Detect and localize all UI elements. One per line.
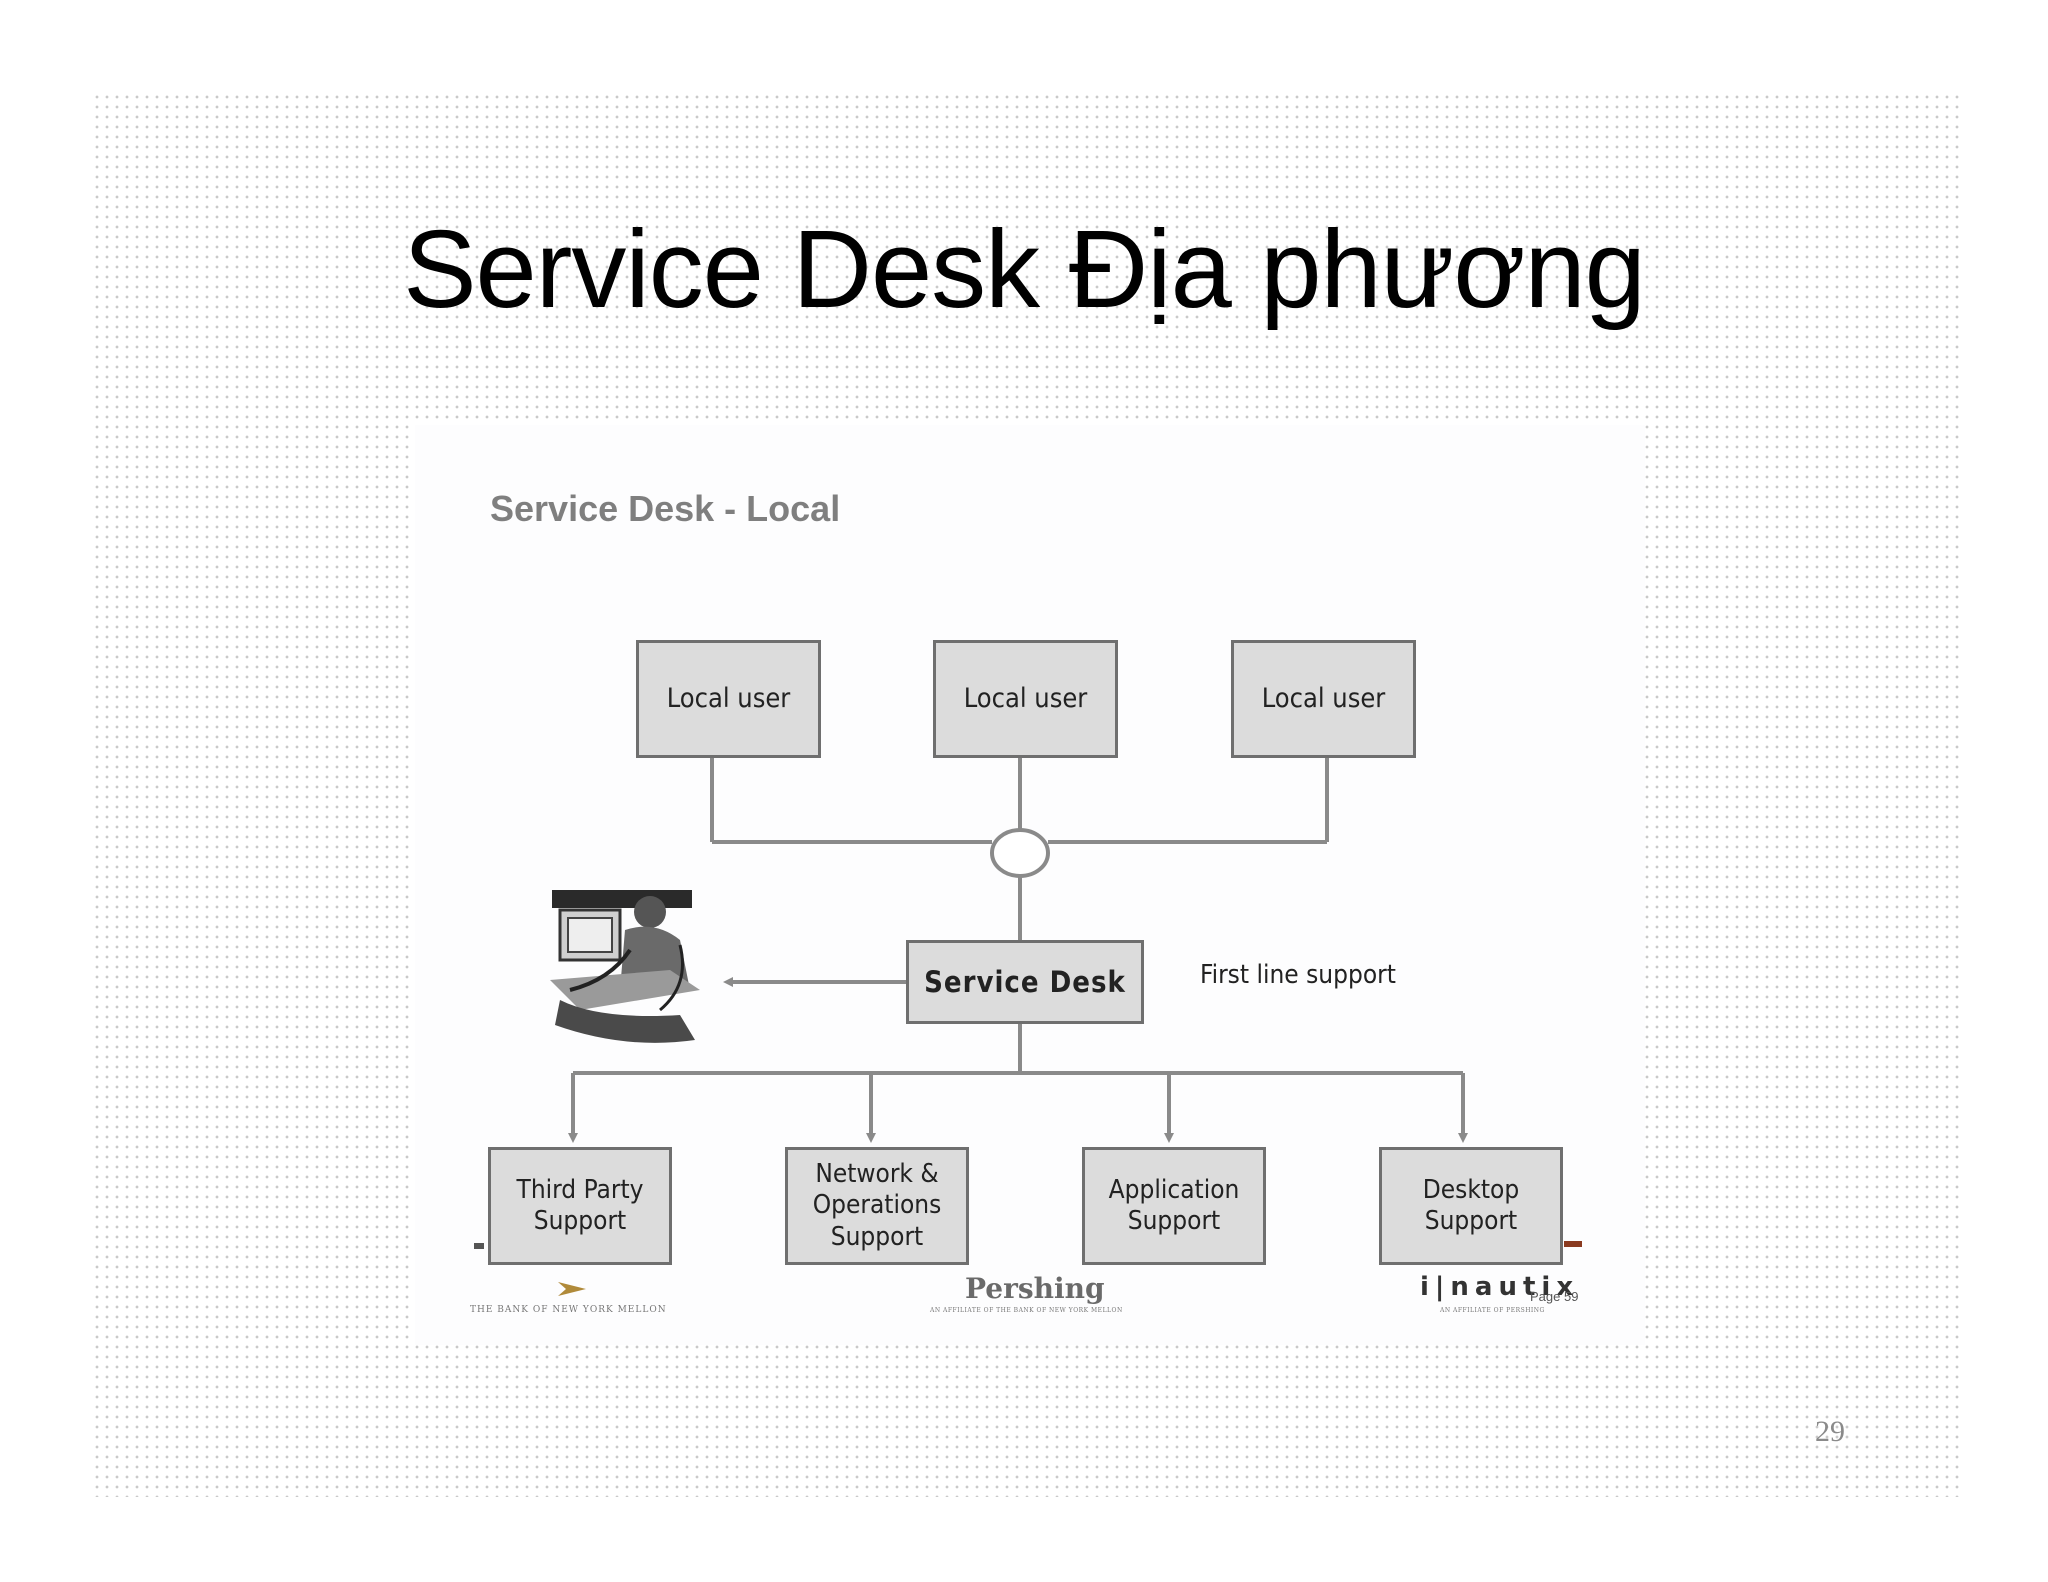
slide-title: Service Desk Địa phương: [403, 208, 1646, 331]
slide-page-number: 29: [1815, 1415, 1845, 1448]
desktop-support-box: Desktop Support: [1379, 1147, 1563, 1265]
service-desk-box: Service Desk: [906, 940, 1144, 1024]
pershing-logo-subtitle: AN AFFILIATE OF THE BANK OF NEW YORK MEL…: [930, 1307, 1123, 1314]
support-group-label: Third Party Support: [516, 1174, 644, 1236]
service-desk-label: Service Desk: [924, 964, 1126, 999]
inautix-logo-subtitle: AN AFFILIATE OF PERSHING: [1440, 1307, 1545, 1314]
local-user-label: Local user: [666, 682, 791, 714]
inautix-logo: i|nautix: [1420, 1272, 1580, 1302]
first-line-support-label: First line support: [1200, 960, 1396, 990]
local-user-box-2: Local user: [933, 640, 1118, 758]
support-group-label: Application Support: [1108, 1174, 1240, 1236]
bny-logo-mark: [558, 1282, 586, 1296]
page-reference: Page 59: [1530, 1289, 1579, 1304]
local-user-box-3: Local user: [1231, 640, 1416, 758]
local-user-label: Local user: [1261, 682, 1386, 714]
application-support-box: Application Support: [1082, 1147, 1266, 1265]
footer-mark-right: [1564, 1241, 1582, 1247]
agent-at-desk-illustration: [550, 890, 700, 1043]
local-user-label: Local user: [963, 682, 1088, 714]
network-operations-support-box: Network & Operations Support: [785, 1147, 969, 1265]
footer-mark-left: [474, 1243, 484, 1249]
third-party-support-box: Third Party Support: [488, 1147, 672, 1265]
pershing-logo: Pershing: [965, 1272, 1105, 1305]
bny-mellon-logo: THE BANK OF NEW YORK MELLON: [470, 1305, 667, 1315]
figure-caption: Service Desk - Local: [490, 488, 841, 529]
local-user-box-1: Local user: [636, 640, 821, 758]
support-group-label: Network & Operations Support: [812, 1159, 942, 1252]
hub-circle: [990, 828, 1050, 878]
support-group-label: Desktop Support: [1422, 1174, 1520, 1236]
